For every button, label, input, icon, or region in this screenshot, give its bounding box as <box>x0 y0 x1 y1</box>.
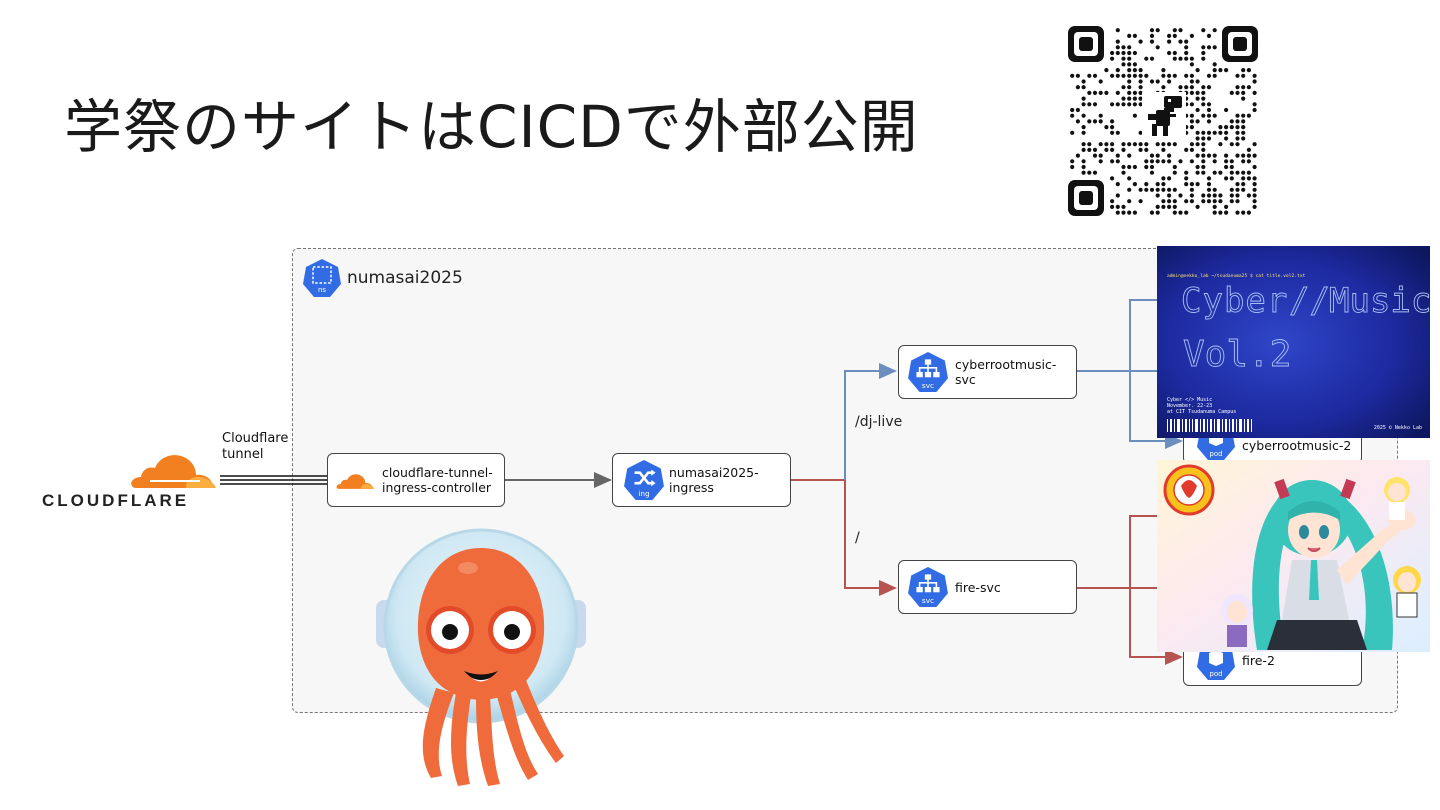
cloudflare-cloud-icon <box>336 468 376 492</box>
svg-text:ing: ing <box>638 489 649 498</box>
cyberrootmusic-poster: Cyber // Music Vol.2 admin@nekko_lab ~/t… <box>1157 246 1430 438</box>
poster-info-line3: at CIT Tsudanuma Campus <box>1167 409 1236 415</box>
cyberrootmusic-pod-label: cyberrootmusic-2 <box>1242 438 1351 453</box>
cyberrootmusic-svc-label: cyberrootmusic-svc <box>955 357 1076 387</box>
ingress-icon: ing <box>623 459 665 501</box>
svg-text:pod: pod <box>1209 670 1222 678</box>
svg-text:Cyber: Cyber <box>1181 281 1288 321</box>
svg-text:svc: svc <box>922 596 934 605</box>
argo-octopus-mascot <box>376 528 586 790</box>
tunnel-line <box>220 476 328 484</box>
route-label-root: / <box>855 530 860 546</box>
poster-prompt: admin@nekko_lab ~/tsudanuma25 $ cat titl… <box>1167 274 1305 279</box>
tunnel-controller-node[interactable]: cloudflare-tunnel- ingress-controller <box>327 453 505 507</box>
fire-poster <box>1157 460 1430 652</box>
cloudflare-cloud-icon <box>130 446 220 490</box>
service-icon: svc <box>907 566 949 608</box>
svg-text:svc: svc <box>922 381 934 390</box>
event-badge <box>1165 466 1213 514</box>
svg-text://: // <box>1289 281 1330 321</box>
ingress-label: numasai2025-ingress <box>669 465 790 495</box>
ingress-node[interactable]: ing numasai2025-ingress <box>612 453 791 507</box>
service-icon: svc <box>907 351 949 393</box>
svg-text:Music: Music <box>1329 281 1430 321</box>
svg-text:pod: pod <box>1209 450 1222 458</box>
fire-svc-node[interactable]: svc fire-svc <box>898 560 1077 614</box>
tunnel-label-line2: tunnel <box>222 447 288 463</box>
tunnel-label: Cloudflare tunnel <box>222 431 288 463</box>
cyberrootmusic-svc-node[interactable]: svc cyberrootmusic-svc <box>898 345 1077 399</box>
controller-label-line1: cloudflare-tunnel- <box>382 465 493 480</box>
svg-text:Vol.2: Vol.2 <box>1183 334 1291 375</box>
fire-svc-label: fire-svc <box>955 580 1001 595</box>
cloudflare-wordmark: CLOUDFLARE <box>42 491 189 511</box>
controller-label-line2: ingress-controller <box>382 480 493 495</box>
fire-pod-label: fire-2 <box>1242 653 1275 668</box>
poster-illustration <box>1157 460 1430 652</box>
route-label-dj-live: /dj-live <box>855 414 902 430</box>
poster-credit: 2025 © Nekko Lab <box>1374 425 1422 431</box>
edge-ingress-to-fire-svc <box>790 480 895 588</box>
poster-info: Cyber </> Music November. 22-23 at CIT T… <box>1167 397 1236 415</box>
tunnel-label-line1: Cloudflare <box>222 431 288 447</box>
